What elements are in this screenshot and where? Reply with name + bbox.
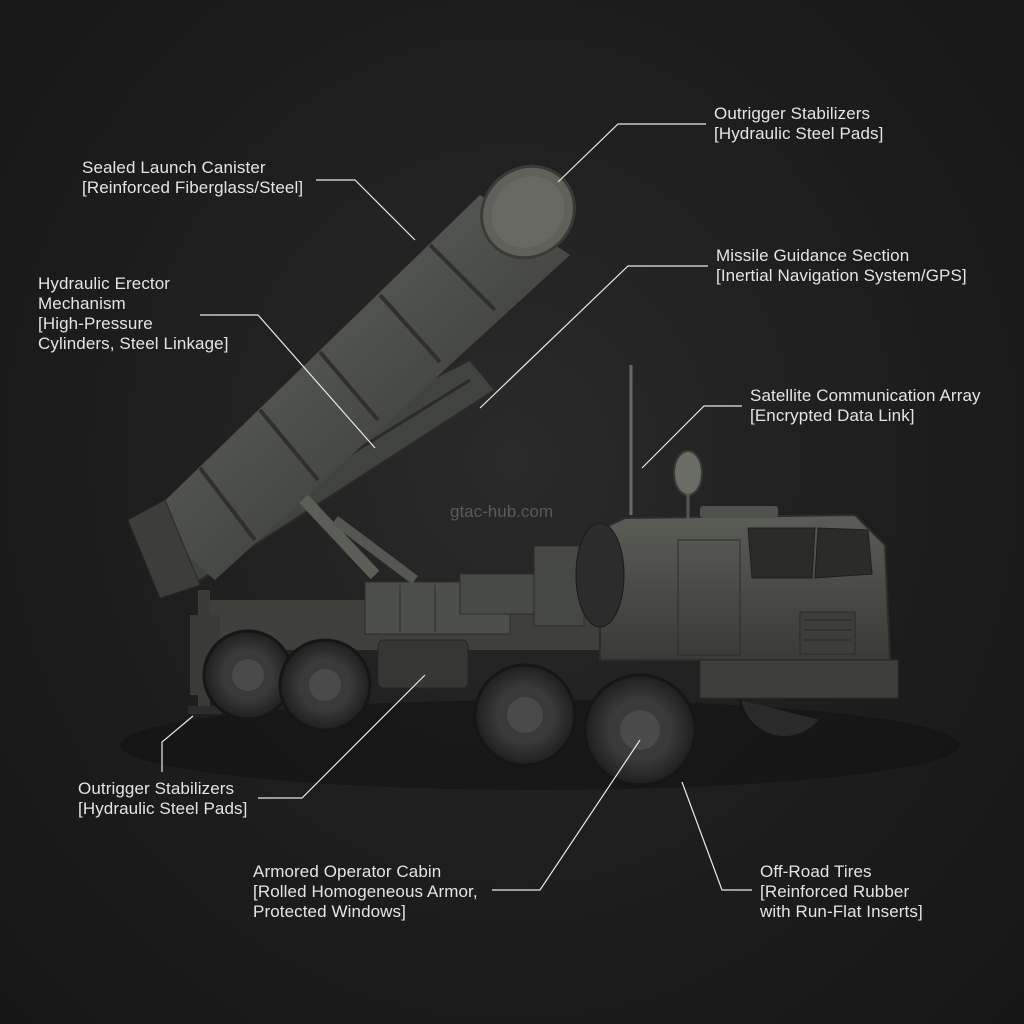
- callout-cabin: Armored Operator Cabin[Rolled Homogeneou…: [253, 862, 478, 921]
- leader-launch-canister: [316, 179, 416, 241]
- leader-stabilizers-bottom-a: [161, 715, 194, 772]
- callout-satcom: Satellite Communication Array[Encrypted …: [750, 386, 981, 425]
- callout-launch-canister: Sealed Launch Canister[Reinforced Fiberg…: [82, 158, 304, 197]
- watermark: gtac-hub.com: [450, 502, 553, 521]
- satellite-array: [629, 365, 778, 518]
- leader-tires: [681, 781, 752, 891]
- tires: [202, 629, 822, 787]
- leader-satcom: [641, 405, 742, 469]
- leader-cabin: [492, 739, 641, 891]
- callout-stabilizers-top: Outrigger Stabilizers[Hydraulic Steel Pa…: [714, 104, 884, 143]
- chassis: [190, 545, 620, 695]
- leader-stabilizers-bottom-b: [258, 674, 426, 799]
- operator-cabin: [575, 513, 899, 699]
- leader-guidance: [479, 265, 708, 409]
- leader-erector: [200, 314, 376, 449]
- callout-stabilizers-bottom: Outrigger Stabilizers[Hydraulic Steel Pa…: [78, 779, 248, 818]
- callout-guidance: Missile Guidance Section[Inertial Naviga…: [716, 246, 967, 285]
- leader-lines: [161, 123, 752, 891]
- launch-canister: [127, 164, 576, 599]
- leader-stabilizers-top: [557, 123, 706, 183]
